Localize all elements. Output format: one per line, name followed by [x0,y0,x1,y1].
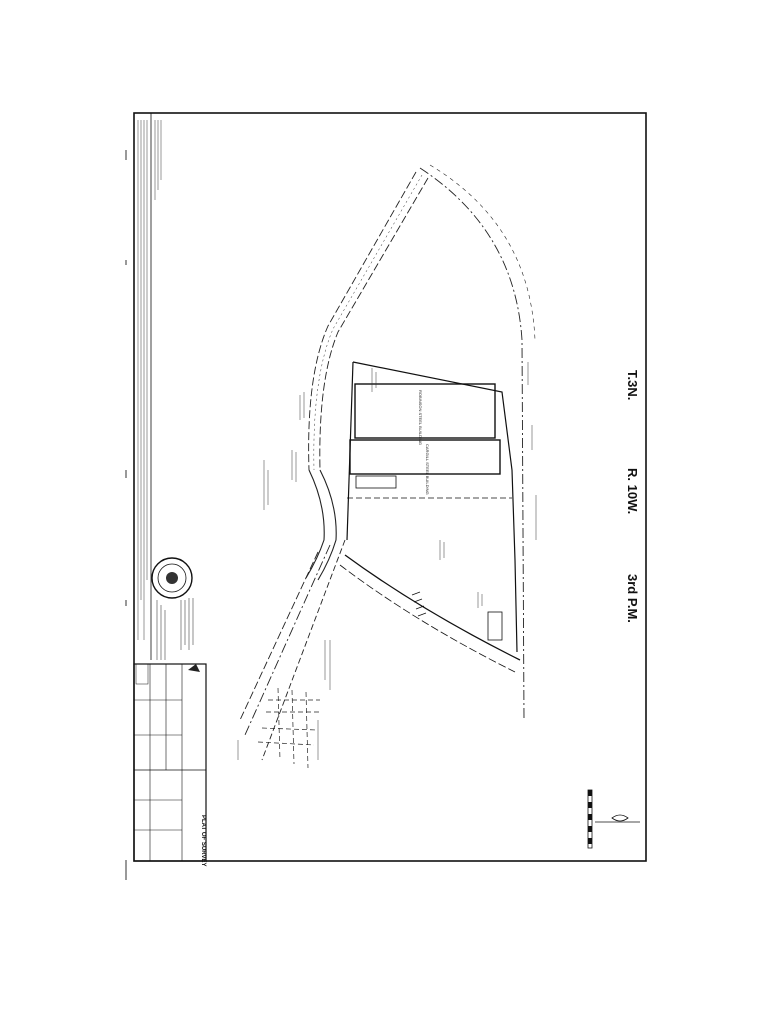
meridian-label: 3rd P.M. [625,574,640,623]
road-upper [308,171,429,471]
building-lower-label: CARGILL STEEL BUILDING [425,444,430,495]
road-southeast [339,554,521,673]
road-crossings [257,687,322,769]
title-block [133,663,207,862]
township-label: T.3N. [625,370,640,400]
small-structure [487,611,503,641]
annotation-marks [237,362,537,760]
surveyor-seal [151,557,193,599]
right-of-way-arc [419,164,536,721]
north-arrow-icon [595,814,640,823]
road-southwest [239,539,346,761]
hatch-marks [411,591,427,617]
range-label: R. 10W. [625,468,640,514]
seal-notes [156,598,194,660]
property-boundary [346,361,518,653]
building-lower [349,439,501,489]
notes-column [137,113,162,660]
company-logo [188,664,200,672]
building-upper [354,383,496,439]
road-curve [305,469,337,581]
sheet-border [133,112,647,862]
building-upper-label: ROBINSON STEEL BUILDING [418,390,423,445]
scale-bar [587,789,593,849]
title-block-title: PLAT OF SURVEY [200,815,206,866]
